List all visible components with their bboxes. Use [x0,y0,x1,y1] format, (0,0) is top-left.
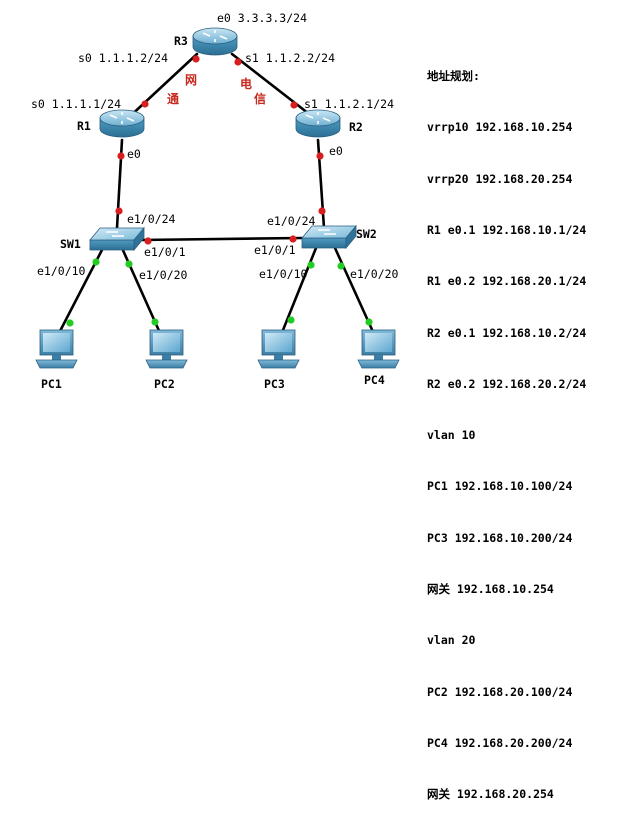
address-plan-line: R1 e0.1 192.168.10.1/24 [427,223,587,238]
pc4-label: PC4 [364,373,385,387]
isp-right-char-2: 信 [254,91,266,106]
sw2-p10-label: e1/0/10 [259,267,308,281]
pc2-icon[interactable] [145,329,188,369]
pc3-icon[interactable] [257,329,300,369]
access-dot [66,319,74,327]
serial-dot [192,55,200,63]
r3-name: R3 [174,34,188,48]
r1-e0-label: e0 [127,147,141,161]
address-plan-line: 网关 192.168.10.254 [427,582,554,596]
r3-s0-label: s0 1.1.1.2/24 [78,51,168,65]
address-plan-line: 网关 192.168.20.254 [427,787,554,802]
r2-name: R2 [349,120,363,134]
address-plan-line: PC4 192.168.20.200/24 [427,735,573,750]
address-plan-line: PC1 192.168.10.100/24 [427,479,573,494]
sw2-p20-label: e1/0/20 [350,267,399,281]
r2-s1-label: s1 1.1.2.1/24 [304,97,394,111]
r2-e0-label: e0 [329,144,343,158]
access-dot [151,318,159,326]
trunk-dot [144,237,152,245]
router-r3-icon[interactable] [192,27,238,56]
serial-dot [234,58,242,66]
r3-s1-label: s1 1.1.2.2/24 [245,51,335,65]
isp-right-char-1: 电 [240,76,252,91]
sw1-p10-label: e1/0/10 [37,264,86,278]
access-dot [337,262,345,270]
pc2-label: PC2 [154,377,175,391]
switch-sw2-icon[interactable] [301,224,357,250]
serial-dot [141,100,149,108]
address-plan-line: R1 e0.2 192.168.20.1/24 [427,274,587,289]
r3-e0-label: e0 3.3.3.3/24 [217,11,307,25]
pc4-icon[interactable] [357,329,400,369]
sw2-name: SW2 [356,227,377,241]
r1-s0-label: s0 1.1.1.1/24 [31,97,121,111]
sw1-name: SW1 [60,237,81,251]
access-dot [287,316,295,324]
pc3-label: PC3 [264,377,285,391]
address-plan-line: PC3 192.168.10.200/24 [427,530,573,545]
sw1-p20-label: e1/0/20 [139,268,188,282]
access-dot [125,260,133,268]
serial-dot [290,101,298,109]
link-sw1-sw2 [138,236,304,242]
isp-left-char-1: 网 [185,73,197,87]
link-endpoints [66,55,373,327]
switch-sw1-icon[interactable] [89,226,145,252]
ethernet-dot [318,207,326,215]
address-plan: 地址规划: vrrp10 192.168.10.254 vrrp20 192.1… [427,34,586,820]
sw2-uplink-label: e1/0/24 [267,214,316,228]
trunk-dot [289,235,297,243]
address-plan-title: 地址规划: [427,69,480,84]
sw1-uplink-label: e1/0/24 [127,212,176,226]
address-plan-line: vlan 20 [427,633,476,648]
router-r1-icon[interactable] [99,109,145,138]
ethernet-dot [115,207,123,215]
r1-name: R1 [77,119,91,133]
pc1-label: PC1 [41,377,62,391]
router-r2-icon[interactable] [295,109,341,138]
address-plan-line: vlan 10 [427,428,476,443]
access-dot [307,261,315,269]
pc1-icon[interactable] [35,329,78,369]
address-plan-line: R2 e0.2 192.168.20.2/24 [427,376,587,391]
address-plan-line: vrrp20 192.168.20.254 [427,171,573,186]
ethernet-dot [117,152,125,160]
access-dot [365,318,373,326]
link-sw2-pc3 [279,246,318,337]
network-diagram: e0 3.3.3.3/24 R3 s0 1.1.1.2/24 s1 1.1.2.… [31,11,400,391]
ethernet-dot [316,152,324,160]
link-r3-r1 [125,52,199,121]
address-plan-line: vrrp10 192.168.10.254 [427,120,573,135]
isp-left-char-2: 通 [167,91,179,106]
address-plan-line: R2 e0.1 192.168.10.2/24 [427,325,587,340]
address-plan-line: PC2 192.168.20.100/24 [427,684,573,699]
sw2-trunk-label: e1/0/1 [254,243,296,257]
access-dot [92,258,100,266]
sw1-trunk-label: e1/0/1 [144,245,186,259]
link-r3-r2 [230,52,315,119]
